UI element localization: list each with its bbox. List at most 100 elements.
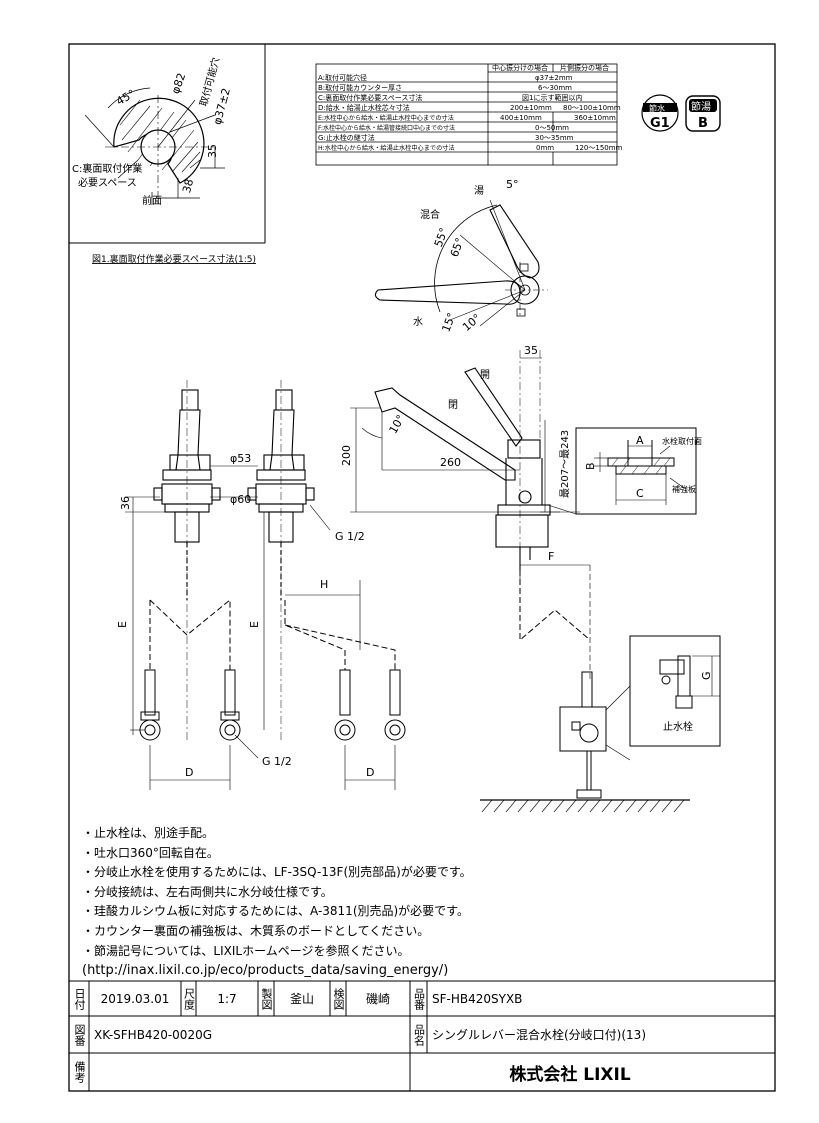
valve-g: G xyxy=(700,671,713,680)
note-1: ・止水栓は、別途手配。 xyxy=(82,826,215,840)
side-height: 200 xyxy=(340,445,353,466)
fig1-dim-38: 38 xyxy=(180,178,196,195)
top-view xyxy=(374,199,548,327)
note-5: ・珪酸カルシウム板に対応するためには、A-3811(別売品)が必要です。 xyxy=(82,904,469,919)
drawn-label: 製図 xyxy=(260,987,273,1010)
note-6: ・カウンター裏面の補強板は、木質系のボードとしてください。 xyxy=(82,923,430,938)
front-e-right: E xyxy=(248,621,261,628)
note-4: ・分岐接続は、左右両側共に水分岐仕様です。 xyxy=(82,884,333,899)
fig1-front-label: 前面 xyxy=(142,194,162,207)
spec-row-d-label: D:給水・給湯止水栓芯々寸法 xyxy=(318,103,410,112)
front-h: H xyxy=(320,578,328,591)
spec-row-b-label: B:取付可能カウンター厚さ xyxy=(318,83,402,92)
spec-row-f-v1: 0〜50mm xyxy=(535,124,569,132)
spec-table-text: 中心振分けの場合 片側振分の場合 A:取付可能穴径 φ37±2mm B:取付可能… xyxy=(318,63,623,152)
note-7: ・節湯記号については、LIXILホームページを参照ください。 xyxy=(82,943,410,958)
spec-col-side: 片側振分の場合 xyxy=(560,63,609,72)
outer-frame xyxy=(68,43,776,1092)
valve-label: 止水栓 xyxy=(663,720,693,733)
spec-row-h-v2: 120〜150mm xyxy=(575,144,623,152)
spec-row-a-v1: φ37±2mm xyxy=(535,74,573,82)
spec-row-d-v2: 80〜100±10mm xyxy=(563,104,621,112)
badge-cert-top: 節水 xyxy=(649,103,665,113)
badge-cert-grade: G1 xyxy=(650,116,670,131)
spec-row-h-v1: 0mm xyxy=(536,144,554,152)
front-d-right: D xyxy=(366,766,374,779)
spec-row-a-label: A:取付可能穴径 xyxy=(318,73,367,82)
spec-row-e-v2: 360±10mm xyxy=(574,114,616,122)
fig1-space-label-1: C:裏面取付作業 xyxy=(72,162,142,175)
front-d-left: D xyxy=(185,766,193,779)
note-2: ・吐水口360°回転自在。 xyxy=(82,845,219,860)
front-dimensions xyxy=(125,465,396,790)
side-reach: 260 xyxy=(440,456,461,469)
certification-badge: 節水 G1 xyxy=(641,94,679,132)
top-angle-15: 15° xyxy=(440,311,459,334)
drawing-no-value: XK-SFHB420-0020G xyxy=(94,1027,213,1042)
note-url: (http://inax.lixil.co.jp/eco/products_da… xyxy=(82,963,449,979)
product-name-value: シングルレバー混合水栓(分岐口付)(13) xyxy=(432,1028,646,1042)
company-name: 株式会社 LIXIL xyxy=(509,1064,631,1085)
date-label: 日付 xyxy=(73,987,86,1010)
fig1-detail: 45° φ82 取付可能穴 φ37±2 35 38 C:裏面取付作業 必要スペー… xyxy=(69,44,266,265)
side-view xyxy=(374,350,551,570)
fig1-dim-35: 35 xyxy=(206,144,219,158)
spec-row-g-label: G:止水栓の継寸法 xyxy=(318,133,375,142)
side-dim-35: 35 xyxy=(524,344,538,357)
drawing-no-label: 図番 xyxy=(73,1023,86,1046)
fig1-hole-dim: φ37±2 xyxy=(211,87,233,127)
spec-row-c-v1: 図1に示す範囲以内 xyxy=(522,93,582,102)
spec-row-e-label: E:水栓中心から給水・給湯止水栓中心までの寸法 xyxy=(318,114,454,122)
counter-b: B xyxy=(584,462,597,470)
fig1-caption: 図1.裏面取付作業必要スペース寸法(1:5) xyxy=(92,253,256,265)
date-value: 2019.03.01 xyxy=(100,991,170,1006)
scale-value: 1:7 xyxy=(217,991,237,1006)
valve-detail xyxy=(629,635,721,747)
top-hot-label: 湯 xyxy=(474,184,484,197)
checked-label: 検図 xyxy=(332,987,345,1010)
front-view-left xyxy=(153,380,221,740)
side-angle: 10° xyxy=(387,413,408,436)
front-dim-36: 36 xyxy=(119,496,132,510)
saving-badge: 節湯 B xyxy=(685,95,721,132)
counter-c: C xyxy=(636,487,644,500)
scale-label: 尺度 xyxy=(182,987,196,1010)
fig1-dia-outer: φ82 xyxy=(169,71,188,95)
title-block-lines xyxy=(69,980,775,1091)
top-angle-5: 5° xyxy=(506,178,519,191)
spec-row-b-v1: 6〜30mm xyxy=(538,84,572,92)
spec-col-center: 中心振分けの場合 xyxy=(492,63,548,72)
product-no-label: 品番 xyxy=(412,987,426,1010)
front-g12-top: G 1/2 xyxy=(335,530,365,543)
supply-right xyxy=(480,565,690,813)
remarks-label: 備考 xyxy=(73,1061,86,1083)
checked-value: 磯崎 xyxy=(365,992,390,1006)
badge-saving-grade: B xyxy=(698,116,708,131)
counter-a: A xyxy=(636,434,644,447)
counter-reinforce: 補強板 xyxy=(672,484,696,494)
product-no-value: SF-HB420SYXB xyxy=(432,991,523,1006)
front-e-left: E xyxy=(116,621,129,628)
supply-f: F xyxy=(548,550,554,563)
top-mix-label: 混合 xyxy=(420,208,440,221)
side-open-label: 開 xyxy=(480,369,490,381)
spec-row-h-label: H:水栓中心から給水・給湯止水栓中心までの寸法 xyxy=(318,144,455,152)
fig1-space-label-2: 必要スペース xyxy=(78,176,137,189)
fig1-angle: 45° xyxy=(114,87,137,108)
side-range: 最207〜最243 xyxy=(559,430,571,498)
top-water-label: 水 xyxy=(413,316,423,328)
counter-detail xyxy=(547,427,697,515)
spec-row-g-v1: 30〜35mm xyxy=(535,134,574,142)
top-angle-55: 55° xyxy=(432,226,451,249)
note-3: ・分岐止水栓を使用するためには、LF-3SQ-13F(別売部品)が必要です。 xyxy=(82,865,472,880)
drawn-value: 釜山 xyxy=(289,992,314,1006)
spec-table xyxy=(315,63,618,166)
side-dimensions xyxy=(350,357,591,680)
spec-row-e-v1: 400±10mm xyxy=(500,114,542,122)
spec-row-f-label: F:水栓中心から給水・給湯管接続口中心までの寸法 xyxy=(318,124,455,132)
front-view-right xyxy=(247,380,406,741)
counter-mount: 水栓取付面 xyxy=(662,436,702,446)
front-phi60: φ60 xyxy=(230,493,251,506)
side-closed-label: 閉 xyxy=(448,399,458,411)
